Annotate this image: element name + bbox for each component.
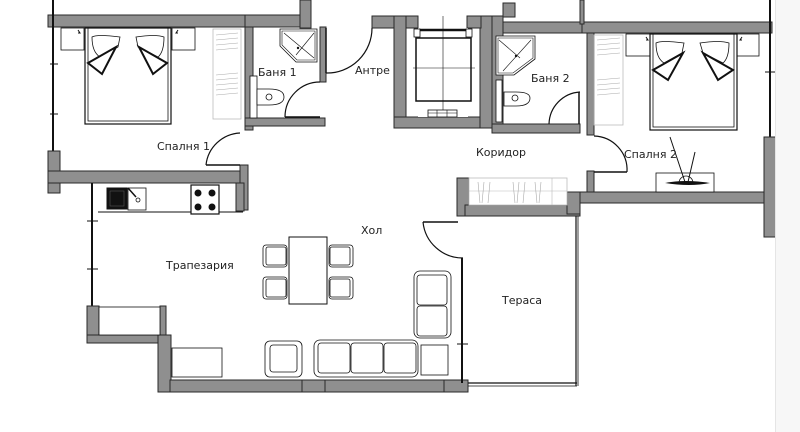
room-label-bath2: Баня 2 [531,72,570,85]
living-sofas [264,270,452,378]
doors [205,27,628,259]
corridor-wardrobe [468,177,568,206]
walls [47,0,777,393]
room-label-hall: Хол [361,224,383,237]
dining-set [98,236,354,378]
bath1-fixtures [249,28,318,119]
bath2-fixtures [495,35,536,123]
elevator [413,16,475,118]
bedroom1-furniture [60,27,242,125]
room-label-bedroom2: Спалня 2 [624,148,677,161]
bedroom2-furniture [593,33,760,193]
room-label-corridor: Коридор [476,146,526,159]
kitchen-counter [98,184,243,215]
room-label-bath1: Баня 1 [258,66,297,79]
room-label-dining: Трапезария [166,259,234,272]
room-label-entry: Антре [355,64,390,77]
page-edge-strip [775,0,800,432]
dining-chairs [262,244,354,300]
room-label-terrace: Тераса [502,294,542,307]
room-label-bedroom1: Спалня 1 [157,140,210,153]
